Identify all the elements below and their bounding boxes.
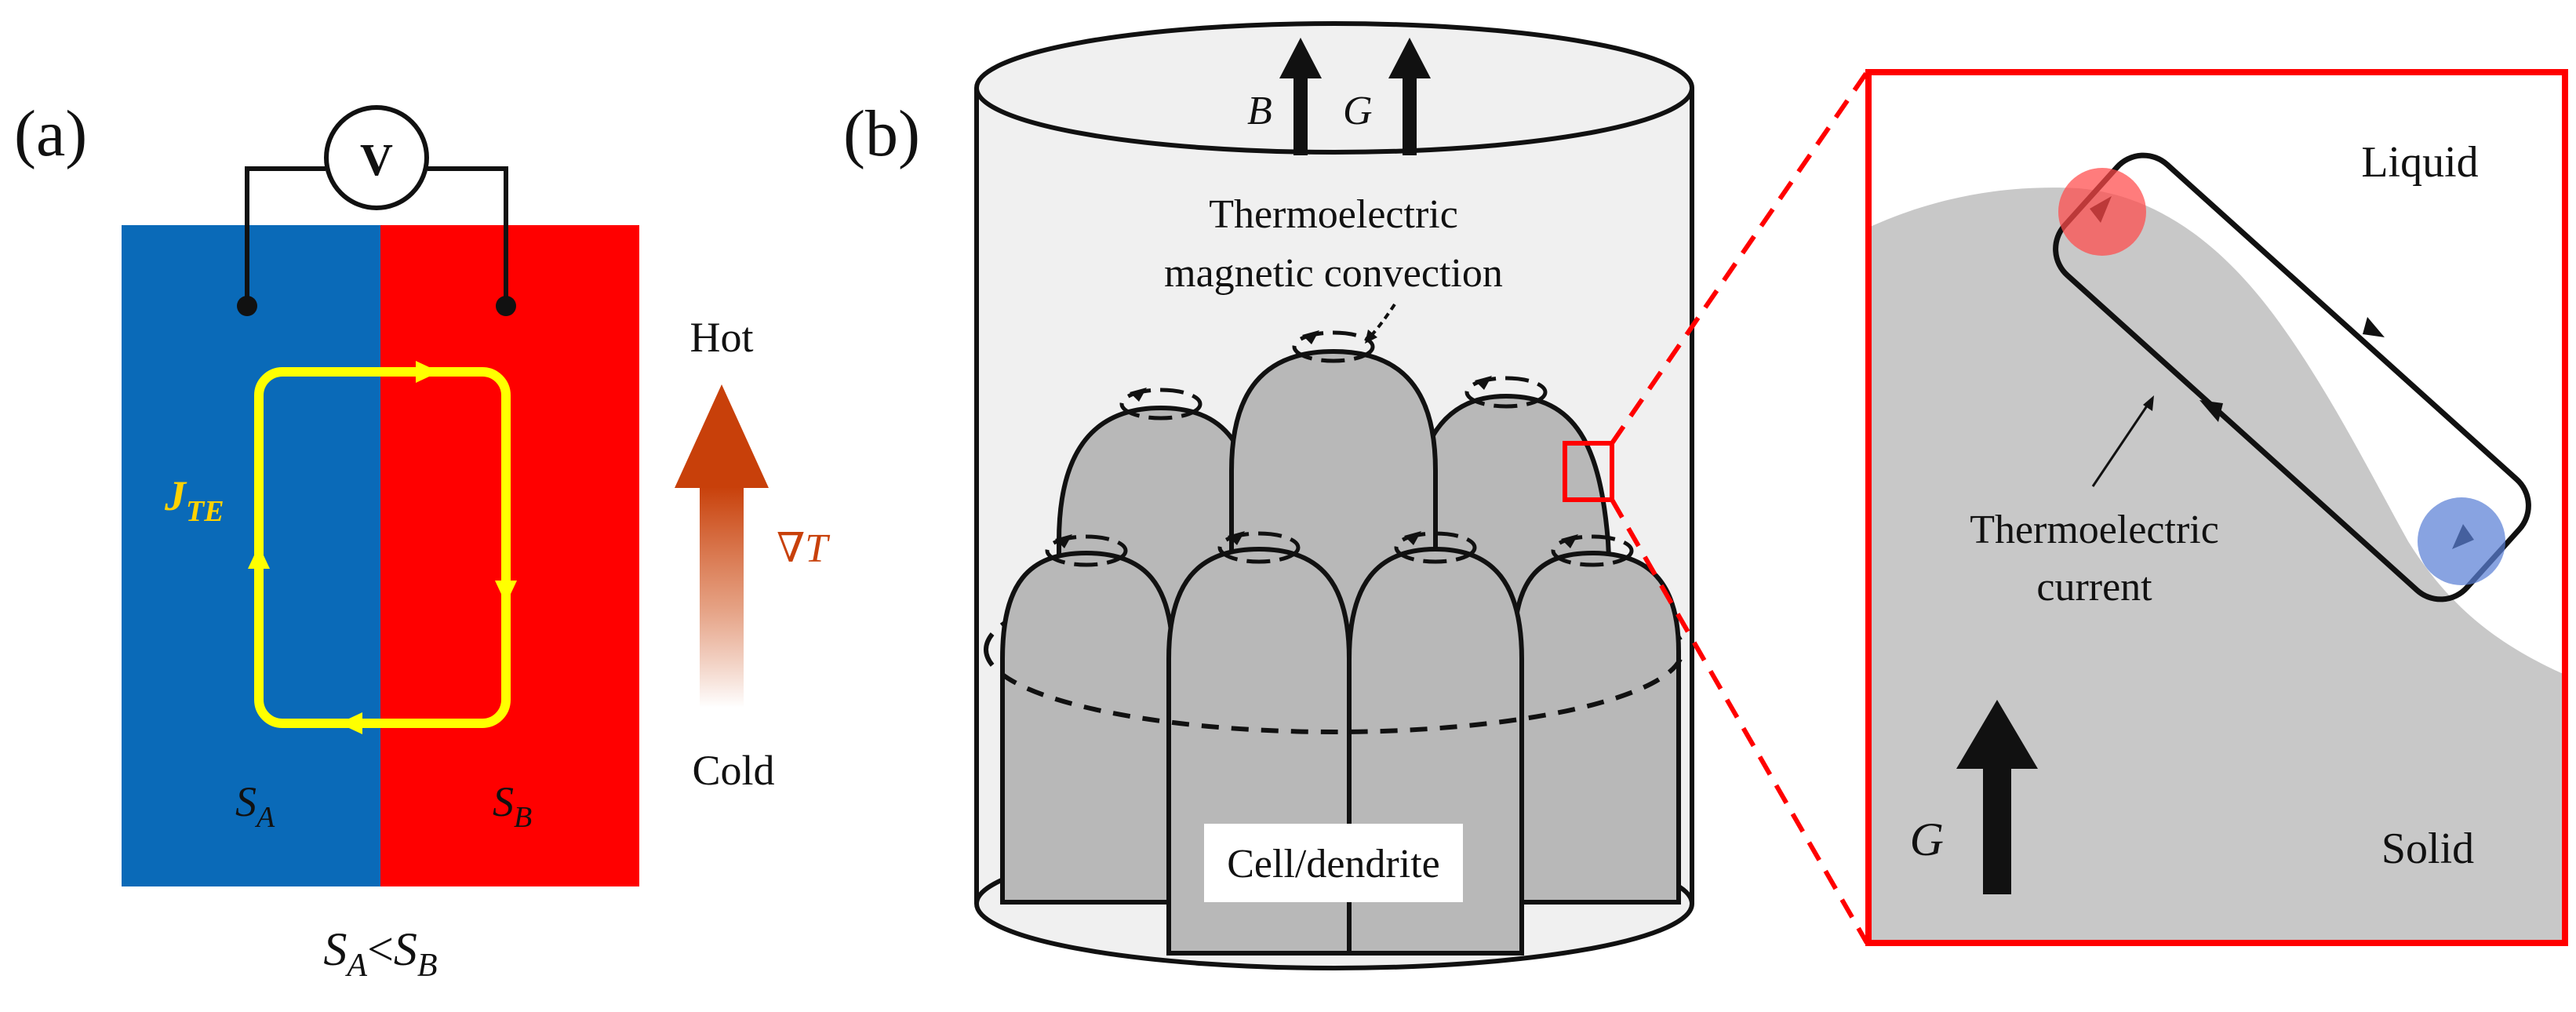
- swirl-back-center: [1292, 330, 1375, 363]
- dendrite-front-1: [1000, 550, 1175, 905]
- convection-label-line1: Thermoelectric: [1209, 192, 1458, 237]
- interface-ellipse-front: [984, 649, 1685, 734]
- zoom-line-top: [1610, 71, 1869, 445]
- panel-a-label: (a): [14, 97, 87, 170]
- swirl-front-2: [1217, 531, 1301, 564]
- gradient-arrowhead: [675, 384, 769, 488]
- zoom-region-box: [1563, 441, 1614, 502]
- loop-arrow-left: [248, 545, 270, 569]
- convection-label-line2: magnetic convection: [1164, 251, 1503, 296]
- swirl-front-3: [1394, 531, 1477, 564]
- swirl-front-4: [1551, 534, 1634, 567]
- inset-frame: [1865, 69, 2568, 946]
- voltmeter-circuit: [245, 166, 508, 306]
- loop-arrow-top: [416, 361, 439, 383]
- liquid-label: Liquid: [2361, 138, 2478, 187]
- current-label: JTE: [164, 472, 224, 528]
- contact-point-right: [496, 296, 516, 316]
- temperature-gradient-arrow: [1388, 38, 1431, 155]
- material-a-block: [122, 225, 380, 886]
- cylinder-top: [974, 21, 1694, 155]
- convection-pointer: [1370, 303, 1396, 337]
- magnetic-field-arrow: [1279, 38, 1322, 155]
- field-label-g: G: [1343, 89, 1373, 133]
- seebeck-relation: SA<SB: [323, 923, 437, 984]
- contact-point-left: [237, 296, 257, 316]
- voltmeter-label: V: [360, 134, 393, 185]
- loop-arrow-bottom: [339, 712, 362, 734]
- solid-label: Solid: [2381, 825, 2474, 873]
- voltmeter-icon: [324, 105, 429, 210]
- hot-label: Hot: [690, 314, 754, 361]
- inset-current-label-line2: current: [2036, 565, 2152, 610]
- inset-arrow-upper: [2363, 317, 2385, 337]
- convection-swirls: [1045, 330, 1634, 567]
- inset-gradient-arrow: [1956, 700, 2038, 894]
- material-b-label: SB: [493, 778, 532, 834]
- structure-label: Cell/dendrite: [1227, 842, 1439, 886]
- field-label-b: B: [1247, 89, 1272, 133]
- swirl-back-left: [1119, 388, 1202, 420]
- zoom-line-bottom: [1610, 498, 1869, 945]
- loop-arrow-right: [495, 581, 517, 604]
- structure-label-box: [1204, 824, 1463, 902]
- hot-spot-marker: [2058, 168, 2146, 256]
- swirl-front-1: [1045, 534, 1128, 567]
- solid-region: [1868, 187, 2565, 943]
- cold-label: Cold: [692, 747, 774, 794]
- material-a-label: SA: [235, 778, 275, 834]
- panel-b: (b): [843, 21, 1869, 970]
- panel-a: (a) V JTE SA SB SA<SB Hot ∇T Cold: [14, 97, 830, 984]
- inset-current-label-line1: Thermoelectric: [1970, 508, 2219, 552]
- dendrite-front-4: [1512, 550, 1681, 905]
- inset-current-pointer: [2091, 399, 2152, 487]
- swirl-back-right: [1464, 376, 1548, 409]
- inset-arrow-lower: [2199, 400, 2223, 422]
- panel-b-label: (b): [843, 97, 920, 170]
- inset-panel: Liquid Solid Thermoelectric current G: [1865, 69, 2568, 946]
- cold-spot-marker: [2418, 497, 2505, 585]
- temperature-gradient-label: ∇T: [777, 526, 830, 571]
- swirl-arrowheads: [1055, 330, 1578, 548]
- gradient-arrow-shaft: [700, 486, 744, 708]
- inset-gradient-label: G: [1910, 814, 1944, 865]
